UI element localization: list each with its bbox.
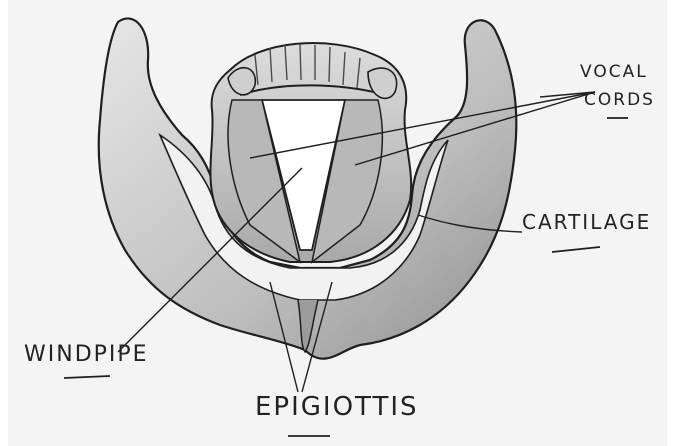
windpipe-underline <box>64 376 110 378</box>
epiglottis-label: EPIGIOTTIS <box>255 392 419 422</box>
vocal-cords-label-line2: CORDS <box>584 90 655 111</box>
windpipe-label: WINDPIPE <box>24 342 149 367</box>
cartilage-label: CARTILAGE <box>522 210 651 234</box>
cartilage-underline <box>552 247 600 252</box>
vocal-cords-label-line1: VOCAL <box>580 62 648 83</box>
